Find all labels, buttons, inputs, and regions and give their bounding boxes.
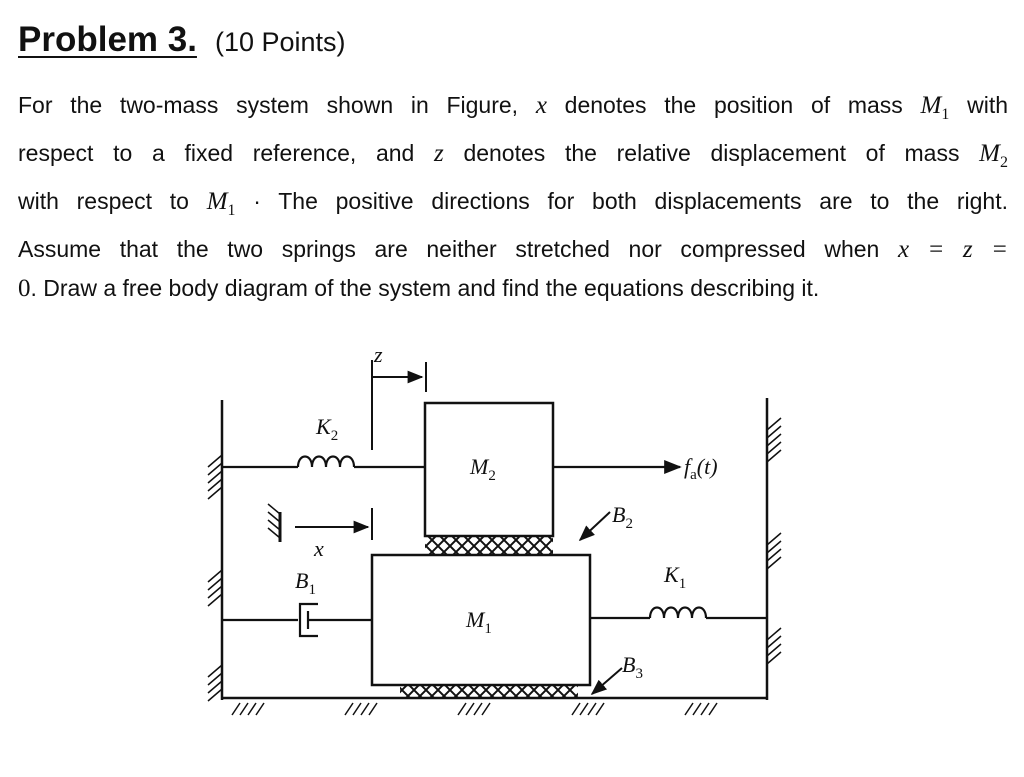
- statement-text: For the two-mass system shown in Figure,: [18, 92, 519, 118]
- statement-text: with respect to: [18, 188, 189, 214]
- statement-text: with: [967, 92, 1009, 118]
- m2-label: M2: [469, 454, 496, 484]
- damper-b1: [222, 602, 372, 638]
- z-label: z: [373, 342, 383, 367]
- statement-text: denotes the position of mass: [564, 92, 903, 118]
- x-label: x: [313, 536, 324, 561]
- b2-label: B2: [612, 502, 633, 532]
- statement-line-5: 0. Draw a free body diagram of the syste…: [18, 269, 1008, 308]
- math-var-x: x: [535, 92, 547, 119]
- spring-k2: [222, 455, 425, 469]
- math-zero: 0: [18, 275, 31, 302]
- x-reference: [267, 503, 373, 542]
- statement-text: denotes the relative displacement of mas…: [463, 140, 960, 166]
- statement-text: The positive directions for both displac…: [278, 188, 1008, 214]
- statement-text: . Draw a free body diagram of the system…: [30, 275, 820, 301]
- statement-line-4: Assume that the two springs are neither …: [18, 230, 1008, 269]
- statement-line-2: respect to a fixed reference, and z deno…: [18, 134, 1008, 182]
- z-reference: [371, 360, 427, 450]
- b3-leader: [590, 667, 623, 696]
- b1-label: B1: [295, 568, 316, 598]
- problem-statement: For the two-mass system shown in Figure,…: [18, 86, 1008, 308]
- math-mass-m2: M2: [979, 140, 1008, 171]
- problem-heading: Problem 3. (10 Points): [18, 20, 346, 60]
- math-mass-m1: M1: [920, 92, 950, 123]
- right-wall-hatching: [766, 417, 782, 665]
- spring-k1: [590, 606, 767, 620]
- mass-m2-block: [423, 401, 555, 538]
- problem-points: (10 Points): [214, 27, 346, 57]
- math-dot: ·: [253, 188, 261, 214]
- statement-line-3: with respect to M1 · The positive direct…: [18, 182, 1008, 230]
- problem-title: Problem 3.: [18, 20, 197, 59]
- ground-hatching: [231, 702, 718, 716]
- left-wall-hatching: [207, 454, 223, 702]
- b2-leader: [578, 511, 611, 542]
- k2-label: K2: [315, 414, 338, 444]
- math-var-z: z: [434, 140, 444, 167]
- damper-b2-bearing: [425, 536, 553, 555]
- m1-label: M1: [465, 607, 492, 637]
- statement-text: Assume that the two springs are neither …: [18, 236, 880, 262]
- force-label: fa(t): [684, 454, 718, 483]
- damper-b3-bearing: [400, 685, 578, 699]
- statement-text: respect to a fixed reference, and: [18, 140, 415, 166]
- math-equation: x = z =: [897, 236, 1009, 263]
- math-mass-m1: M1: [206, 188, 236, 219]
- k1-label: K1: [663, 562, 686, 592]
- statement-line-1: For the two-mass system shown in Figure,…: [18, 86, 1008, 134]
- b3-label: B3: [622, 652, 643, 682]
